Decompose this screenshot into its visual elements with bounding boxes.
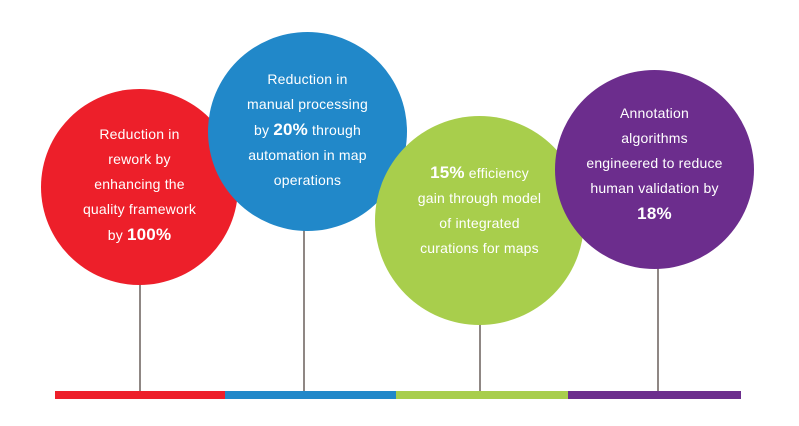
rework-line-3: enhancing the — [94, 176, 185, 192]
efficiency-highlight: 15% — [430, 163, 465, 182]
annotation-line-1: Annotation — [620, 104, 689, 121]
rework-line-1: Reduction in — [99, 126, 180, 142]
manual-line-1: Reduction in — [267, 70, 348, 87]
manual-line-4: automation in map — [248, 146, 367, 163]
rework-line-4: quality framework — [82, 201, 197, 217]
annotation-line-5: 18% — [586, 201, 722, 227]
circle-manual-processing: Reduction in manual processing by 20% th… — [208, 32, 407, 231]
base-bar-blue — [225, 391, 396, 399]
manual-line-5: operations — [273, 171, 342, 188]
annotation-line-4: human validation by — [590, 179, 719, 196]
stem-blue — [303, 228, 305, 392]
rework-line-5: by 100% — [107, 225, 172, 244]
manual-line-2: manual processing — [247, 95, 368, 112]
manual-highlight: 20% — [273, 119, 308, 139]
stem-purple — [657, 264, 659, 392]
circle-rework: Reduction in rework by enhancing the qua… — [41, 89, 238, 285]
base-bar-green — [396, 391, 568, 399]
base-bar-red — [55, 391, 225, 399]
stem-green — [479, 320, 481, 392]
rework-highlight: 100% — [126, 225, 172, 244]
rework-line-2: rework by — [108, 151, 171, 167]
circle-annotation: Annotation algorithms engineered to redu… — [555, 70, 754, 269]
stem-red — [139, 280, 141, 392]
manual-line-3: by 20% through — [254, 119, 361, 139]
base-bar-purple — [568, 391, 741, 399]
efficiency-line-1: 15% efficiency — [430, 163, 529, 182]
circle-efficiency: 15% efficiency gain through model of int… — [375, 116, 584, 325]
annotation-highlight: 18% — [637, 203, 672, 223]
annotation-line-3: engineered to reduce — [586, 154, 723, 171]
annotation-line-2: algorithms — [621, 129, 688, 146]
efficiency-line-4: curations for maps — [420, 240, 539, 256]
efficiency-line-3: of integrated — [439, 215, 520, 231]
efficiency-line-2: gain through model — [417, 190, 542, 206]
